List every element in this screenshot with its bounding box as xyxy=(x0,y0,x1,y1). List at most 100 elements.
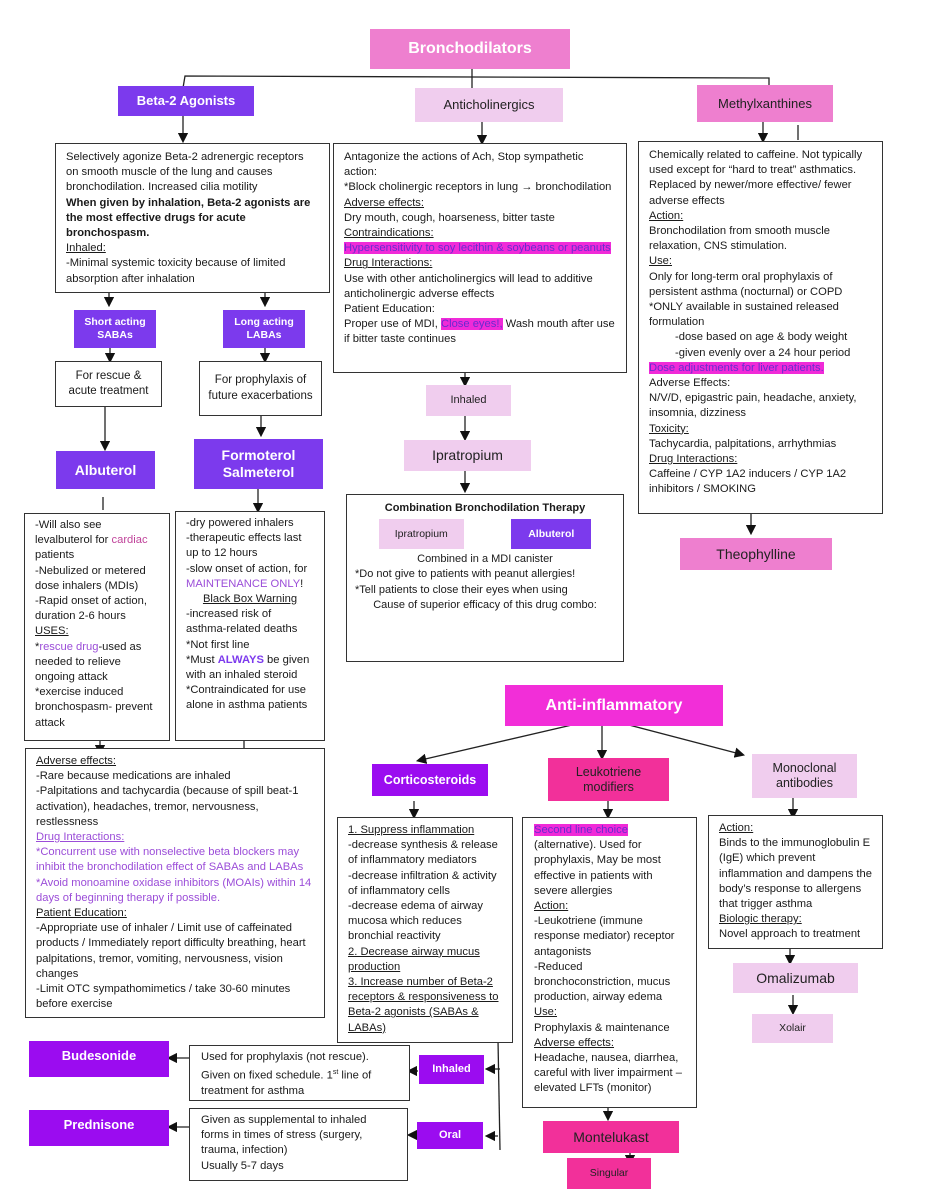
black-box-warning-heading: Black Box Warning xyxy=(202,593,298,606)
beta2-agonists-node: Beta-2 Agonists xyxy=(118,86,254,116)
oral-steroid-duration: Usually 5-7 days xyxy=(201,1159,284,1172)
corticosteroids-node: Corticosteroids xyxy=(372,764,488,796)
singular-node: Singular xyxy=(567,1158,651,1189)
laba-note-not-first: *Not first line xyxy=(186,638,250,651)
montelukast-label: Montelukast xyxy=(573,1128,649,1145)
patient-education-text: -Limit OTC sympathomimetics / take 30-60… xyxy=(36,983,291,1011)
monoclonal-node: Monoclonal antibodies xyxy=(752,754,857,798)
laba-note-maintenance: -slow onset of action, for MAINTENANCE O… xyxy=(186,562,314,592)
leukotriene-description: Second line choice (alternative). Used f… xyxy=(534,823,685,899)
ipratropium-label: Ipratropium xyxy=(432,447,503,464)
action-text: Binds to the immunoglobulin E (IgE) whic… xyxy=(719,837,872,911)
prednisone-label: Prednisone xyxy=(63,1117,135,1132)
corticosteroid-text: -decrease infiltration & activity of inf… xyxy=(348,869,497,897)
close-eyes-highlight: Close eyes!, xyxy=(441,318,503,331)
saba-node: Short acting SABAs xyxy=(74,310,156,348)
albuterol-notes-box: -Will also see levalbuterol for cardiac … xyxy=(24,513,170,741)
contraindications-heading: Contraindications: xyxy=(344,227,434,240)
oral-route-label: Oral xyxy=(438,1128,461,1141)
inhaled-steroid-note-box: Used for prophylaxis (not rescue). Given… xyxy=(189,1045,410,1101)
use-heading: Use: xyxy=(534,1006,558,1019)
biologic-therapy-text: Novel approach to treatment xyxy=(719,928,861,941)
action-heading: Action: xyxy=(719,822,754,834)
monoclonal-label-line2: antibodies xyxy=(776,776,833,790)
laba-note-always: *Must ALWAYS be given with an inhaled st… xyxy=(186,653,314,683)
use-text: Prophylaxis & maintenance xyxy=(534,1021,670,1034)
combination-therapy-box: Combination Bronchodilation Therapy Ipra… xyxy=(346,494,624,662)
second-line-highlight: Second line choice xyxy=(534,824,628,836)
maintenance-emphasis: MAINTENANCE ONLY xyxy=(186,577,301,590)
saba-use-box: For rescue & acute treatment xyxy=(55,361,162,407)
corticosteroid-oral-node: Oral xyxy=(417,1122,483,1149)
leukotriene-description-box: Second line choice (alternative). Used f… xyxy=(522,817,697,1108)
beta2-adverse-box: Adverse effects: -Rare because medicatio… xyxy=(25,748,325,1018)
albuterol-note-nebulized: -Nebulized or metered dose inhalers (MDI… xyxy=(35,564,146,592)
anticholinergic-mechanism: Antagonize the actions of Ach, Stop symp… xyxy=(344,151,584,179)
theophylline-node: Theophylline xyxy=(680,538,832,570)
toxicity-text: Tachycardia, palpitations, arrhythmias xyxy=(649,437,837,450)
anti-inflammatory-header: Anti-inflammatory xyxy=(505,685,723,726)
budesonide-label: Budesonide xyxy=(61,1048,137,1063)
use-text: Only for long-term oral prophylaxis of p… xyxy=(649,270,843,298)
corticosteroid-inhaled-node: Inhaled xyxy=(419,1055,484,1084)
beta2-inhaled-text: -Minimal systemic toxicity because of li… xyxy=(66,257,286,285)
action-text: -Leukotriene (immune response mediator) … xyxy=(534,915,675,958)
formoterol-label: Formoterol xyxy=(221,447,296,464)
biologic-therapy-heading: Biologic therapy: xyxy=(719,913,802,926)
laba-note-dry: -dry powered inhalers xyxy=(186,517,294,529)
albuterol-uses-heading: USES: xyxy=(35,625,69,638)
anticholinergics-node: Anticholinergics xyxy=(415,88,563,122)
albuterol-label: Albuterol xyxy=(74,461,137,478)
patient-education-heading: Patient Education: xyxy=(344,303,435,316)
saba-use-text: For rescue & acute treatment xyxy=(68,369,149,397)
anti-inflammatory-title: Anti-inflammatory xyxy=(545,696,683,714)
use-text: -dose based on age & body weight xyxy=(675,331,848,344)
combination-efficacy-prompt: Cause of superior efficacy of this drug … xyxy=(373,598,597,611)
beta2-mechanism-text: Selectively agonize Beta-2 adrenergic re… xyxy=(66,151,304,194)
laba-note-contraindicated: *Contraindicated for use alone in asthma… xyxy=(186,684,308,712)
albuterol-node: Albuterol xyxy=(56,451,155,489)
adverse-text: -Palpitations and tachycardia (because o… xyxy=(36,785,299,828)
monoclonal-label-line1: Monoclonal xyxy=(772,761,837,775)
salmeterol-label: Salmeterol xyxy=(222,464,295,480)
laba-note-duration: -therapeutic effects last up to 12 hours xyxy=(186,532,302,560)
albuterol-note-rescue: *rescue drug-used as needed to relieve o… xyxy=(35,640,159,686)
anticholinergics-description-box: Antagonize the actions of Ach, Stop symp… xyxy=(333,143,627,373)
use-heading: Use: xyxy=(649,255,673,268)
increase-beta2-heading: 3. Increase number of Beta-2 receptors &… xyxy=(348,976,499,1034)
toxicity-heading: Toxicity: xyxy=(649,422,689,435)
action-heading: Action: xyxy=(649,209,684,222)
action-heading: Action: xyxy=(534,900,569,913)
drug-interaction-text: Use with other anticholinergics will lea… xyxy=(344,272,593,300)
decrease-mucus-heading: 2. Decrease airway mucus production xyxy=(348,945,480,973)
adverse-heading: Adverse effects: xyxy=(36,755,117,767)
adverse-text: Headache, nausea, diarrhea, careful with… xyxy=(534,1052,682,1095)
drug-interactions-heading: Drug Interactions: xyxy=(649,453,738,466)
text: line of treatment for asthma xyxy=(201,1069,372,1098)
anticholinergic-inhaled-node: Inhaled xyxy=(426,385,511,416)
inhaled-route-label: Inhaled xyxy=(432,1062,471,1075)
drug-interactions-heading: Drug Interactions: xyxy=(36,831,125,844)
drug-interaction-text: *Avoid monoamine oxidase inhibitors (MOA… xyxy=(36,876,312,904)
text: Proper use of MDI, xyxy=(344,318,441,331)
singular-label: Singular xyxy=(589,1167,629,1180)
text: *Must xyxy=(186,653,218,666)
patient-education-text: -Appropriate use of inhaler / Limit use … xyxy=(36,922,306,980)
text: Wash mouth after use if bitter taste con… xyxy=(344,318,615,346)
text: (alternative). Used for prophylaxis, May… xyxy=(534,839,661,897)
text: * xyxy=(35,640,40,653)
combo-albuterol-label: Albuterol xyxy=(528,527,575,540)
text: ! xyxy=(300,577,304,590)
leukotriene-node: Leukotriene modifiers xyxy=(548,758,669,801)
laba-notes-box: -dry powered inhalers -therapeutic effec… xyxy=(175,511,325,741)
combination-note: *Tell patients to close their eyes when … xyxy=(355,583,568,596)
adverse-text: N/V/D, epigastric pain, headache, anxiet… xyxy=(649,392,857,420)
formoterol-salmeterol-node: Formoterol Salmeterol xyxy=(194,439,323,489)
leukotriene-label-line1: Leukotriene xyxy=(575,764,642,779)
beta2-agonists-label: Beta-2 Agonists xyxy=(136,93,236,109)
text: be given with an inhaled steroid xyxy=(186,653,310,682)
suppress-inflammation-heading: 1. Suppress inflammation xyxy=(348,824,475,836)
superscript: st xyxy=(332,1069,339,1077)
laba-label-line1: Long acting xyxy=(234,316,294,329)
bronchodilators-title: Bronchodilators xyxy=(408,40,532,58)
